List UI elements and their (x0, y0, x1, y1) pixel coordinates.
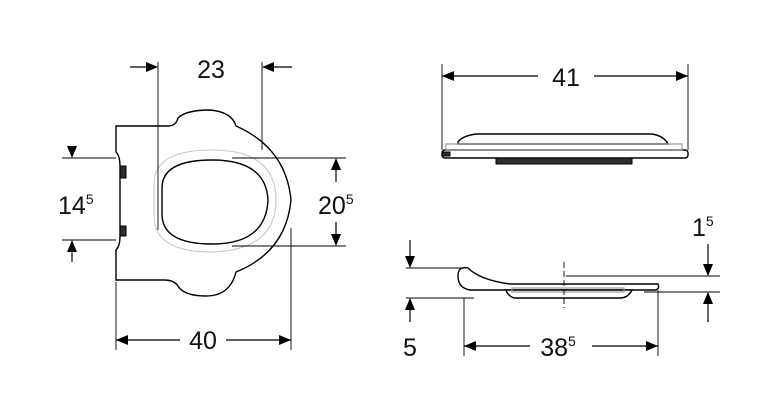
side-view-extension-lines (441, 64, 689, 150)
hinge-nub-top (119, 165, 127, 179)
dimension-23: 23 (130, 56, 292, 84)
side-buffer (495, 157, 633, 165)
seat-opening (161, 159, 269, 245)
top-view-extension-lines (62, 62, 346, 350)
side-view-seat (441, 133, 689, 165)
dimension-41: 41 (442, 64, 688, 92)
dim-label-1-5: 15 (692, 213, 714, 242)
dimension-38-5: 385 (464, 333, 658, 362)
dimension-20-5: 205 (318, 158, 354, 246)
side-lid (457, 133, 670, 145)
side-seat-gap (445, 143, 683, 151)
side-seat-body (441, 149, 689, 159)
hinge-nub-bottom (119, 225, 127, 237)
top-view-seat (115, 109, 292, 297)
dim-label-38-5: 385 (540, 333, 576, 362)
lid-outline (153, 149, 277, 253)
dimension-40: 40 (116, 327, 291, 355)
side-hinge (441, 151, 451, 157)
dim-label-40: 40 (189, 327, 217, 355)
front-seat-gap (511, 287, 625, 293)
dimension-5: 5 (403, 240, 417, 362)
front-seat-plate (505, 289, 634, 299)
dim-label-23: 23 (197, 56, 225, 84)
dim-label-20-5: 205 (318, 191, 354, 220)
dimension-1-5: 15 (692, 213, 714, 322)
dim-label-5: 5 (403, 334, 417, 362)
dimension-14-5: 145 (58, 146, 94, 262)
dim-label-41: 41 (552, 64, 580, 92)
front-hinge-curl (457, 266, 660, 291)
front-view-seat (457, 262, 660, 308)
dim-label-14-5: 145 (58, 191, 94, 220)
